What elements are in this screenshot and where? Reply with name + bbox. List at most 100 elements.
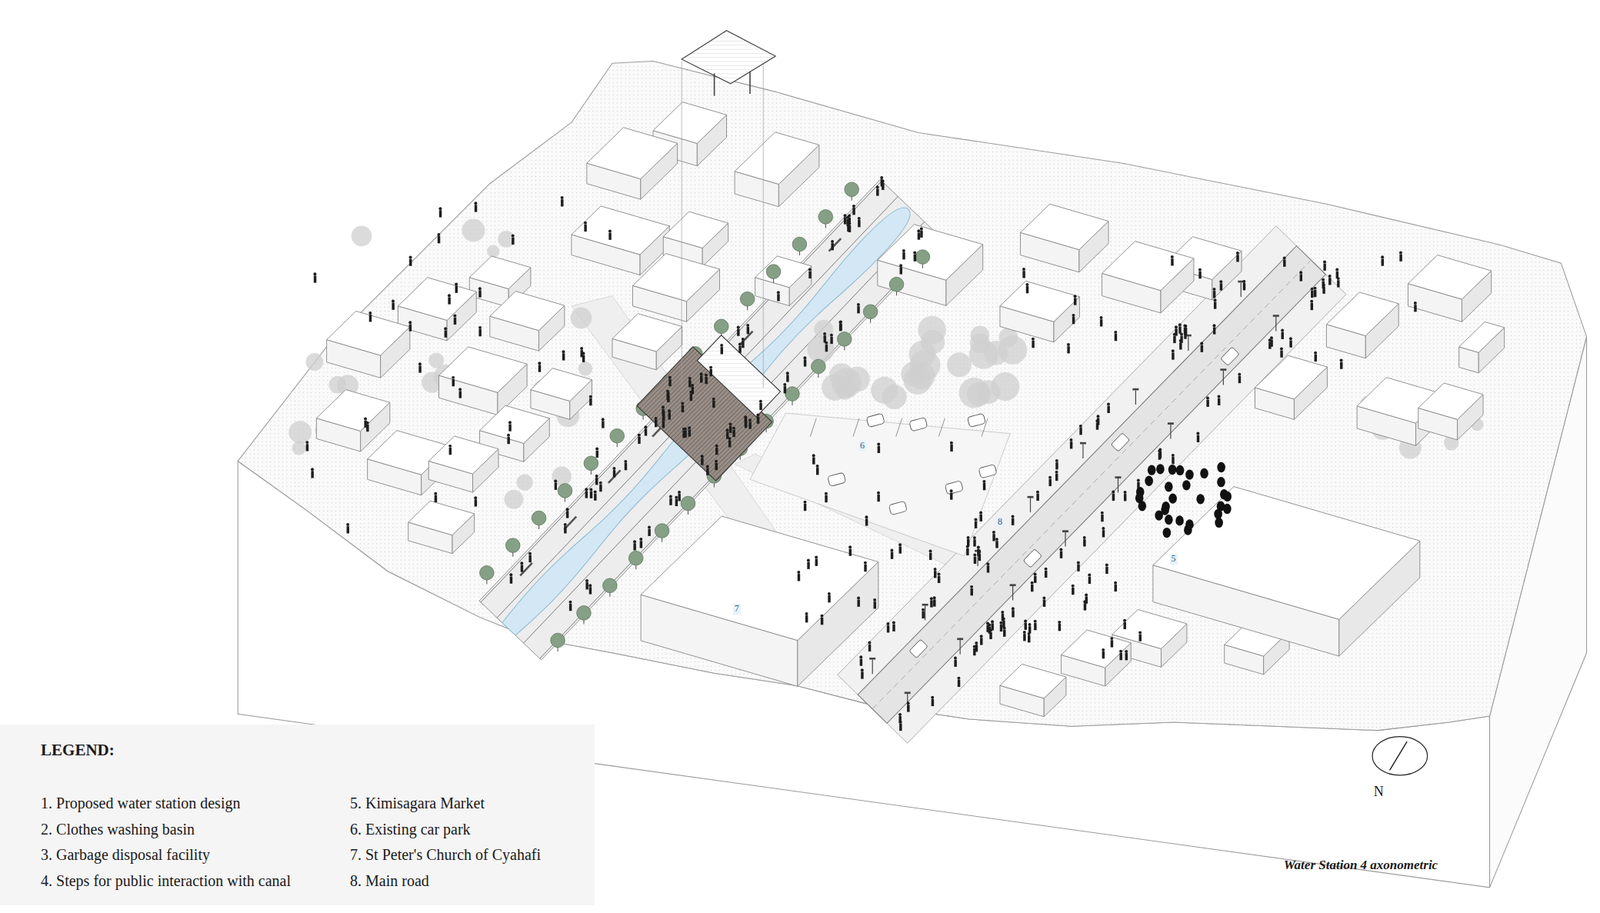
person-body [846,224,850,232]
person-body [1011,610,1014,617]
street-lamp [1080,442,1087,445]
person-body [1310,303,1314,310]
tree [909,340,937,368]
person-head [986,562,990,566]
person [643,425,647,436]
person [448,444,452,455]
person [666,392,670,403]
tree [486,245,500,258]
person [582,351,586,362]
person-body [1026,286,1029,294]
person [856,303,860,314]
person-body [736,329,740,337]
person-body [729,425,732,433]
station-canopy [696,335,780,417]
person [1158,448,1162,459]
person-head [1101,648,1105,652]
person-body [668,412,671,420]
person-head [759,400,763,404]
building-roof [408,500,475,536]
tree [836,332,852,347]
person-head [839,320,843,324]
person-head [433,492,437,496]
person-body [681,405,684,413]
person-head [582,351,586,355]
person-head [1023,619,1027,623]
person-head [823,332,827,336]
person-head [1289,336,1293,340]
person-head [980,634,984,638]
person [812,453,816,464]
person-head [886,622,890,626]
person-head [508,420,512,424]
person [1057,620,1061,631]
person [995,537,999,548]
person-body [1119,653,1122,660]
legend-entry: 6. Existing car park [350,820,471,838]
person [973,536,977,547]
person [654,416,658,427]
person-head [1101,526,1105,530]
tree [818,210,834,225]
person-head [1002,616,1006,620]
grey-trees [288,219,1484,510]
tree [505,538,520,554]
person-head [566,507,570,511]
person-body [690,393,693,401]
person-head [783,383,787,387]
car [909,417,928,432]
person-head [1236,251,1240,255]
person [738,342,742,353]
person-head [677,490,681,494]
person-head [916,229,920,233]
person-body [1171,456,1174,464]
person-head [661,405,665,409]
person [608,229,612,240]
person [433,492,437,503]
callout-number: 5 [1170,553,1178,565]
street-lamp [922,603,929,607]
building [490,291,565,352]
building-roof [316,390,390,432]
person-head [588,583,592,587]
person [688,376,692,387]
person [612,466,616,477]
person-body [856,600,860,607]
tree [603,578,618,594]
person-head [1299,270,1303,274]
tree [917,316,947,345]
building [1418,383,1484,440]
person-head [863,561,867,565]
person-head [589,487,593,491]
building-roof [877,224,984,280]
person-body [825,344,828,352]
person-body [1102,651,1105,659]
motorbike [1156,463,1165,474]
tree [461,219,485,243]
tree [503,490,524,510]
motorbike [1168,493,1177,504]
motorbike [1216,462,1226,473]
person-head [966,536,970,540]
legend-heading: LEGEND: [40,740,115,760]
person-head [654,416,658,420]
person-body [1106,406,1110,414]
parking-line [853,418,860,437]
person [843,213,847,224]
person-body [929,553,932,560]
person-body [983,483,986,490]
person [601,417,605,428]
building-roof [1020,203,1109,250]
person [408,320,412,331]
person-head [816,464,820,468]
person [806,558,810,569]
person-head [580,346,584,350]
person-head [520,561,524,565]
person-head [639,537,643,541]
person-body [806,562,810,570]
person-head [1340,358,1344,362]
person-head [1213,323,1217,327]
person-head [838,320,842,324]
person-body [824,495,827,503]
